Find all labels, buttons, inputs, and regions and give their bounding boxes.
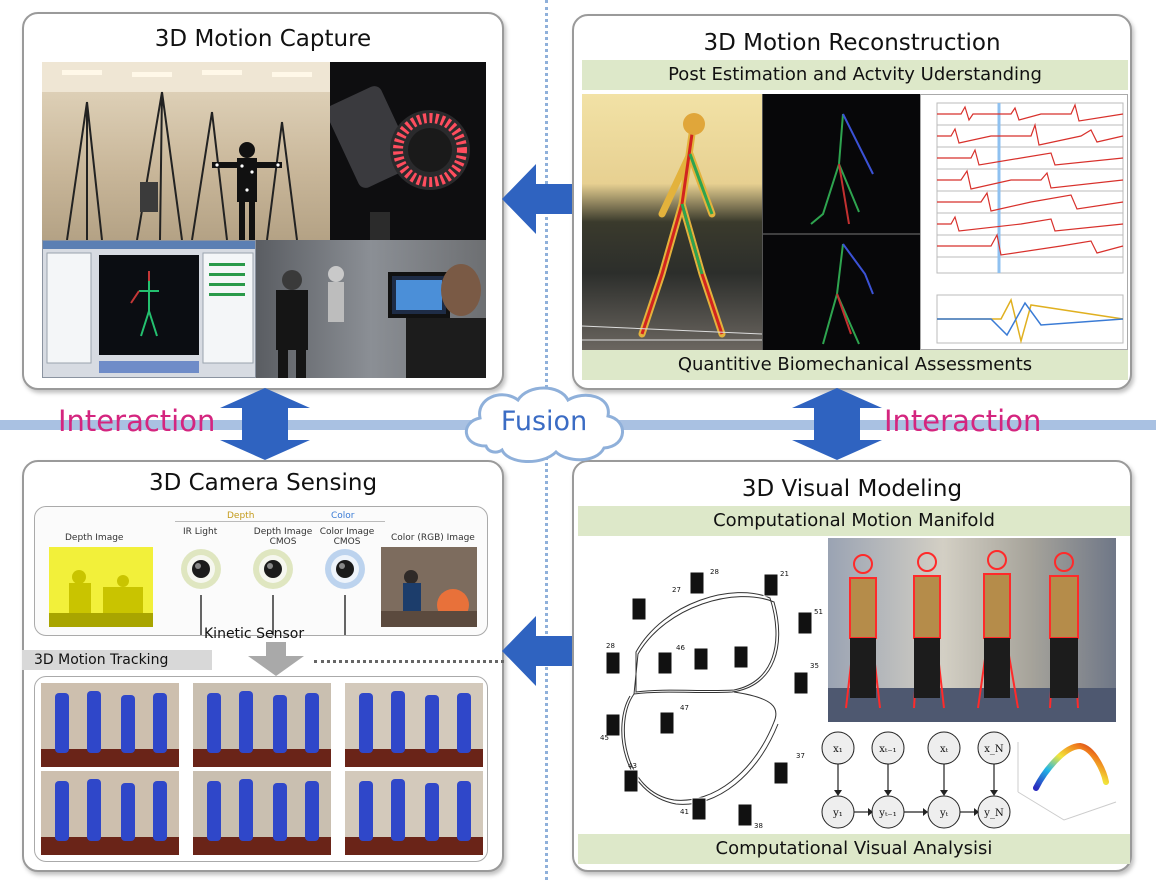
fusion-cloud-icon: [464, 386, 624, 464]
signal-plots-illustration: [936, 102, 1124, 344]
depth-header: Depth: [227, 511, 255, 521]
rgb-image-illustration: [381, 547, 477, 627]
manifold-number: 47: [680, 704, 689, 712]
walking-skeleton-illustration: [582, 113, 762, 341]
manifold-number: 38: [754, 822, 763, 830]
software-window-illustration: [43, 241, 255, 373]
band-visual-analysis: Computational Visual Analysisi: [578, 834, 1130, 864]
band-pose-estimation: Post Estimation and Actvity Uderstanding: [582, 60, 1128, 90]
skeleton-tracking-photo: [762, 94, 920, 350]
manifold-number: 46: [676, 644, 685, 652]
mocap-actor-photo: [256, 240, 486, 378]
mocap-camera-photo: [330, 62, 486, 240]
panel-title: 3D Camera Sensing: [148, 470, 378, 496]
manifold-number: 37: [796, 752, 805, 760]
dashed-connector: [314, 660, 504, 663]
mocap-studio-photo: [42, 62, 330, 240]
observation-label: yₜ: [939, 808, 949, 819]
observation-label: yₜ₋₁: [878, 808, 896, 819]
tracking-results-box: [34, 676, 488, 862]
motion-manifold-diagram: 27 28 21 51 28 35 37 38 41 43 45 46 47: [584, 542, 824, 832]
arrow-left-icon: [502, 616, 572, 686]
state-label: xₜ₋₁: [879, 744, 896, 755]
band-biomechanical: Quantitive Biomechanical Assessments: [582, 350, 1128, 380]
double-arrow-vertical-icon: [220, 388, 310, 460]
ring-light-camera-illustration: [330, 86, 470, 240]
manifold-number: 43: [628, 762, 637, 770]
state-label: x_N: [984, 744, 1004, 755]
interaction-label-left: Interaction: [58, 404, 216, 438]
gait-tracking-photo: [828, 538, 1116, 722]
manifold-number: 27: [672, 586, 681, 594]
tracking-results-illustration: [41, 683, 483, 855]
mocap-software-photo: [42, 240, 256, 378]
manifold-number: 28: [606, 642, 615, 650]
camera-sensing-panel: 3D Camera Sensing Depth Image Depth Colo…: [22, 460, 504, 872]
panel-title: 3D Motion Capture: [154, 26, 372, 52]
walking-pose-photo: [582, 94, 762, 350]
depth-lens-icon: [253, 549, 293, 635]
manifold-number: 28: [710, 568, 719, 576]
lens-header-rule: [175, 521, 385, 522]
lens-label-depth: Depth Image CMOS: [253, 527, 313, 547]
state-label: x₁: [833, 744, 843, 755]
fusion-label: Fusion: [500, 406, 588, 437]
hmm-graph: x₁ xₜ₋₁ xₜ x_N y₁ yₜ₋₁ yₜ y_N: [821, 731, 1011, 829]
lens-label-ir: IR Light: [183, 527, 218, 537]
biomechanics-signal-chart: [920, 94, 1128, 350]
kinetic-sensor-caption: Kinetic Sensor: [204, 626, 305, 642]
interaction-label-right: Interaction: [884, 404, 1042, 438]
manifold-number: 35: [810, 662, 819, 670]
color-rgb-image: [381, 547, 477, 627]
kinect-sensor-box: Depth Image Depth Color IR Light Depth I…: [34, 506, 488, 636]
manifold-number: 21: [780, 570, 789, 578]
depth-image-illustration: [49, 547, 153, 627]
kinect-lens-icons: [181, 549, 365, 635]
mocap-studio-illustration: [42, 62, 330, 240]
depth-image-label: Depth Image: [65, 533, 124, 543]
band-motion-manifold: Computational Motion Manifold: [578, 506, 1130, 536]
manifold-number: 45: [600, 734, 609, 742]
panel-title: 3D Visual Modeling: [741, 476, 963, 502]
lens-label-color: Color Image CMOS: [319, 527, 375, 547]
down-arrow-icon: [248, 642, 304, 676]
ir-lens-icon: [181, 549, 221, 635]
panel-title: 3D Motion Reconstruction: [703, 30, 1001, 56]
depth-image: [49, 547, 153, 627]
latent-trajectory-plot: [1017, 742, 1117, 821]
observation-label: y_N: [983, 808, 1004, 819]
color-header: Color: [331, 511, 355, 521]
arrow-left-icon: [502, 164, 572, 234]
double-arrow-vertical-icon: [792, 388, 882, 460]
observation-label: y₁: [832, 808, 843, 819]
state-label: xₜ: [940, 744, 949, 755]
manifold-number: 41: [680, 808, 689, 816]
motion-reconstruction-panel: 3D Motion Reconstruction Post Estimation…: [572, 14, 1132, 390]
color-lens-icon: [325, 549, 365, 635]
tracking-label: 3D Motion Tracking: [34, 652, 169, 668]
manifold-number: 51: [814, 608, 823, 616]
motion-capture-panel: 3D Motion Capture: [22, 12, 504, 390]
actor-tablet-illustration: [276, 264, 486, 378]
manifold-illustration: 27 28 21 51 28 35 37 38 41 43 45 46 47: [600, 568, 823, 830]
tracking-label-bar: [22, 650, 212, 670]
gait-tracking-illustration: [828, 550, 1116, 722]
skeleton-tracking-illustration: [763, 113, 920, 345]
visual-modeling-panel: 3D Visual Modeling Computational Motion …: [572, 460, 1132, 872]
color-image-label: Color (RGB) Image: [391, 533, 475, 543]
